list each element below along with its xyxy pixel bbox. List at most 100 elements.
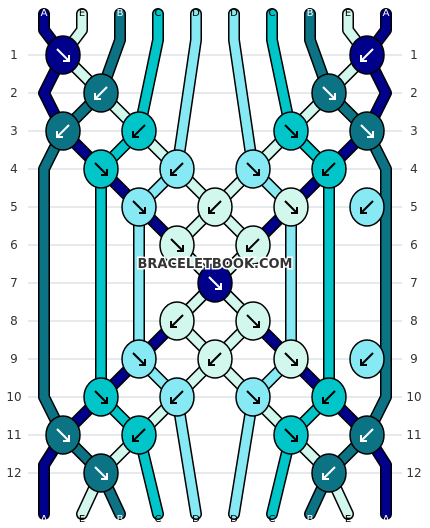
knot-arrow-icon xyxy=(132,200,146,214)
row-label-left: 12 xyxy=(6,466,21,480)
row-label-left: 6 xyxy=(10,238,18,252)
knot xyxy=(349,415,385,455)
row-label-right: 4 xyxy=(410,162,418,176)
knot-arrow-icon xyxy=(208,276,222,290)
string-label-bottom: B xyxy=(307,514,314,525)
string-label-bottom: E xyxy=(345,514,351,525)
knot-arrow-icon xyxy=(94,466,108,480)
knot-arrow-icon xyxy=(208,200,222,214)
knot xyxy=(311,377,347,417)
knot-arrow-icon xyxy=(94,162,108,176)
knot xyxy=(273,339,309,379)
row-label-left: 2 xyxy=(10,86,18,100)
knot-arrowhead-icon xyxy=(246,245,253,252)
row-label-left: 9 xyxy=(10,352,18,366)
knot-arrow-icon xyxy=(208,352,222,366)
knot-arrow-icon xyxy=(360,124,374,138)
knot xyxy=(235,377,271,417)
knot xyxy=(273,187,309,227)
knot-arrow-icon xyxy=(56,48,70,62)
knot xyxy=(273,111,309,151)
knot xyxy=(159,225,195,265)
knot-arrowhead-icon xyxy=(253,321,260,328)
knot-arrowhead-icon xyxy=(329,93,336,100)
knot xyxy=(121,111,157,151)
knot-arrowhead-icon xyxy=(360,435,367,442)
row-label-right: 12 xyxy=(406,466,421,480)
knot xyxy=(83,377,119,417)
row-label-left: 11 xyxy=(6,428,21,442)
knot-arrow-icon xyxy=(56,428,70,442)
knot xyxy=(83,453,119,493)
knot xyxy=(45,415,81,455)
row-label-right: 10 xyxy=(406,390,421,404)
string-label-top: B xyxy=(307,8,314,19)
knot xyxy=(45,35,81,75)
knot-arrowhead-icon xyxy=(101,169,108,176)
knot-arrow-icon xyxy=(284,124,298,138)
knot-arrow-icon xyxy=(170,162,184,176)
knot-arrowhead-icon xyxy=(63,55,70,62)
row-label-left: 1 xyxy=(10,48,18,62)
knot-arrow-icon xyxy=(360,428,374,442)
knot xyxy=(235,301,271,341)
knot-arrowhead-icon xyxy=(132,131,139,138)
knot-arrow-icon xyxy=(246,238,260,252)
knot xyxy=(45,111,81,151)
knot-arrowhead-icon xyxy=(253,397,260,404)
knot xyxy=(311,149,347,189)
row-label-right: 2 xyxy=(410,86,418,100)
knot xyxy=(159,149,195,189)
knot-arrowhead-icon xyxy=(63,435,70,442)
knot-arrow-icon xyxy=(132,352,146,366)
knot xyxy=(121,187,157,227)
string-label-bottom: A xyxy=(383,514,390,525)
string-label-top: A xyxy=(383,8,390,19)
knot-arrowhead-icon xyxy=(322,397,329,404)
knot-arrowhead-icon xyxy=(208,207,215,214)
knot-arrow-icon xyxy=(284,200,298,214)
knot-arrowhead-icon xyxy=(170,169,177,176)
knot-arrow-icon xyxy=(94,86,108,100)
row-label-right: 6 xyxy=(410,238,418,252)
knot-arrow-icon xyxy=(322,466,336,480)
knot-arrowhead-icon xyxy=(94,93,101,100)
knot-arrowhead-icon xyxy=(291,131,298,138)
knot-arrowhead-icon xyxy=(170,397,177,404)
knot-arrow-icon xyxy=(284,352,298,366)
knot-arrowhead-icon xyxy=(360,359,367,366)
knot xyxy=(349,339,385,379)
knot xyxy=(349,35,385,75)
knot xyxy=(197,339,233,379)
knot xyxy=(83,149,119,189)
knot-arrow-icon xyxy=(170,314,184,328)
row-label-left: 10 xyxy=(6,390,21,404)
knot xyxy=(159,377,195,417)
knot xyxy=(273,415,309,455)
string-label-top: E xyxy=(79,8,85,19)
knot-arrowhead-icon xyxy=(253,169,260,176)
watermark: BRACELETBOOK.COM xyxy=(138,257,293,272)
knot-arrowhead-icon xyxy=(291,359,298,366)
knot-arrowhead-icon xyxy=(101,473,108,480)
string-label-bottom: D xyxy=(230,514,238,525)
string-label-top: D xyxy=(230,8,238,19)
string-label-top: B xyxy=(117,8,124,19)
knot xyxy=(197,187,233,227)
knot-grid xyxy=(45,35,385,493)
string-label-bottom: C xyxy=(155,514,162,525)
knot xyxy=(197,263,233,303)
row-label-left: 4 xyxy=(10,162,18,176)
knot xyxy=(349,111,385,151)
knot-arrow-icon xyxy=(360,352,374,366)
row-label-right: 5 xyxy=(410,200,418,214)
knot-arrow-icon xyxy=(170,390,184,404)
string-label-top: C xyxy=(269,8,276,19)
string-label-top: C xyxy=(155,8,162,19)
knot-arrowhead-icon xyxy=(208,359,215,366)
knot-arrowhead-icon xyxy=(139,207,146,214)
knot xyxy=(311,73,347,113)
knot-arrow-icon xyxy=(170,238,184,252)
